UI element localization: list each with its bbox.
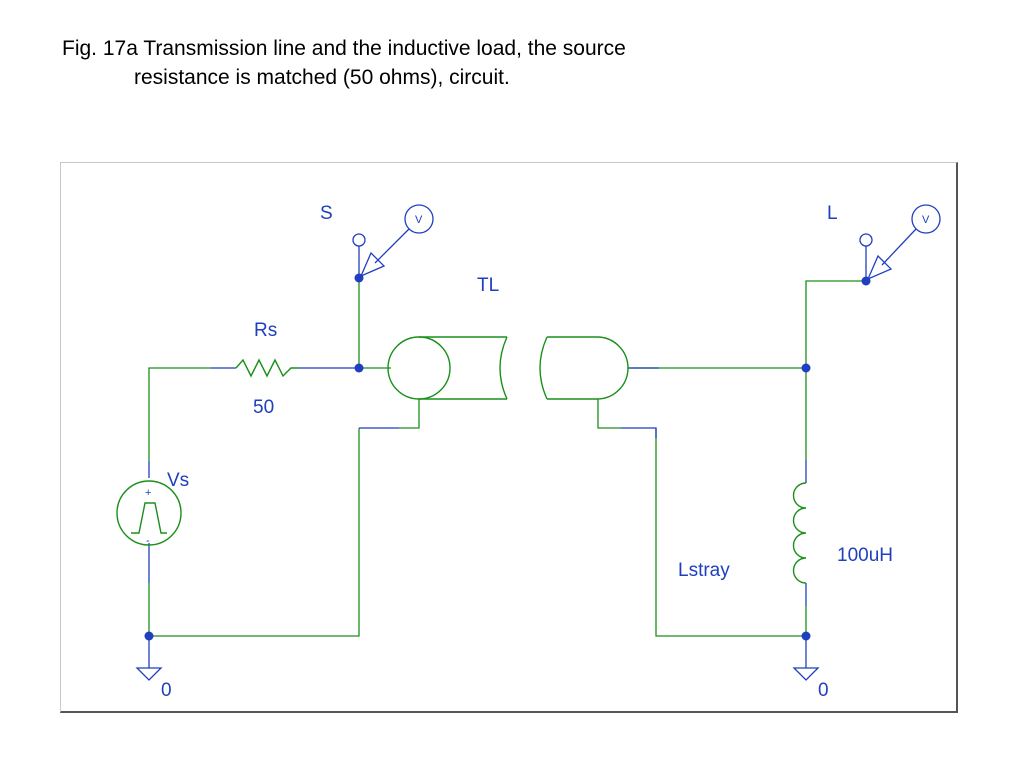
ground-left-label: 0	[161, 680, 172, 701]
caption-line-2: resistance is matched (50 ohms), circuit…	[134, 66, 510, 89]
probe-l-meter-label: V	[922, 214, 930, 226]
ground-symbol-right	[792, 667, 820, 681]
tline-input-end	[387, 336, 451, 400]
junction-node-l-top	[861, 276, 871, 286]
inductor-value-label: 100uH	[837, 545, 893, 566]
transmission-line	[387, 336, 629, 400]
wire-tl-out-shield	[597, 399, 621, 429]
resistor-value-label: 50	[253, 397, 274, 418]
probe-s-meter-label: V	[415, 214, 423, 226]
probe-l	[859, 204, 941, 281]
resistor-name-label: Rs	[254, 320, 277, 341]
probe-l-terminal	[859, 233, 873, 247]
inductor-lstray	[792, 482, 807, 584]
source-minus-label: -	[146, 535, 150, 547]
voltage-source-vs	[116, 480, 182, 546]
tline-break-left	[499, 336, 508, 400]
net-label-l: L	[827, 203, 838, 224]
probe-l-arrowhead	[866, 254, 893, 281]
tline-output-end	[596, 336, 629, 400]
probe-l-meter-icon	[911, 204, 941, 234]
wire-node-l	[805, 280, 866, 368]
schematic-panel: S L V V TL Rs 50 Vs + - Lstray 100uH 0 0	[60, 162, 958, 713]
junction-node-s-top	[354, 273, 364, 283]
probe-s	[352, 204, 434, 278]
junction-ground-right	[801, 631, 811, 641]
inductor-name-label: Lstray	[678, 560, 730, 581]
junction-node-l	[801, 363, 811, 373]
resistor-rs	[235, 358, 299, 378]
circuit-schematic: S L V V TL Rs 50 Vs + - Lstray 100uH 0 0	[116, 203, 941, 701]
probe-s-arrowhead	[359, 251, 386, 278]
wire-vs-top	[148, 367, 211, 461]
source-plus-label: +	[145, 487, 151, 499]
ground-right-label: 0	[818, 680, 829, 701]
caption-line-1: Fig. 17a Transmission line and the induc…	[62, 37, 626, 60]
probe-s-terminal	[352, 233, 366, 247]
wire-tl-in-shield	[399, 399, 420, 429]
tline-break-right	[539, 336, 548, 400]
junction-node-s	[354, 363, 364, 373]
pin-tl-out-shield	[621, 427, 657, 438]
figure-caption: Fig. 17a Transmission line and the induc…	[62, 34, 762, 92]
source-name-label: Vs	[167, 470, 189, 491]
tline-name-label: TL	[477, 275, 499, 296]
pulse-icon	[131, 502, 167, 534]
probe-s-meter-icon	[404, 204, 434, 234]
wire-ground-return-right	[655, 428, 806, 637]
ground-symbol-left	[135, 667, 163, 681]
junction-ground-left	[144, 631, 154, 641]
wire-ground-return-left	[149, 428, 360, 637]
net-label-s: S	[320, 203, 333, 224]
